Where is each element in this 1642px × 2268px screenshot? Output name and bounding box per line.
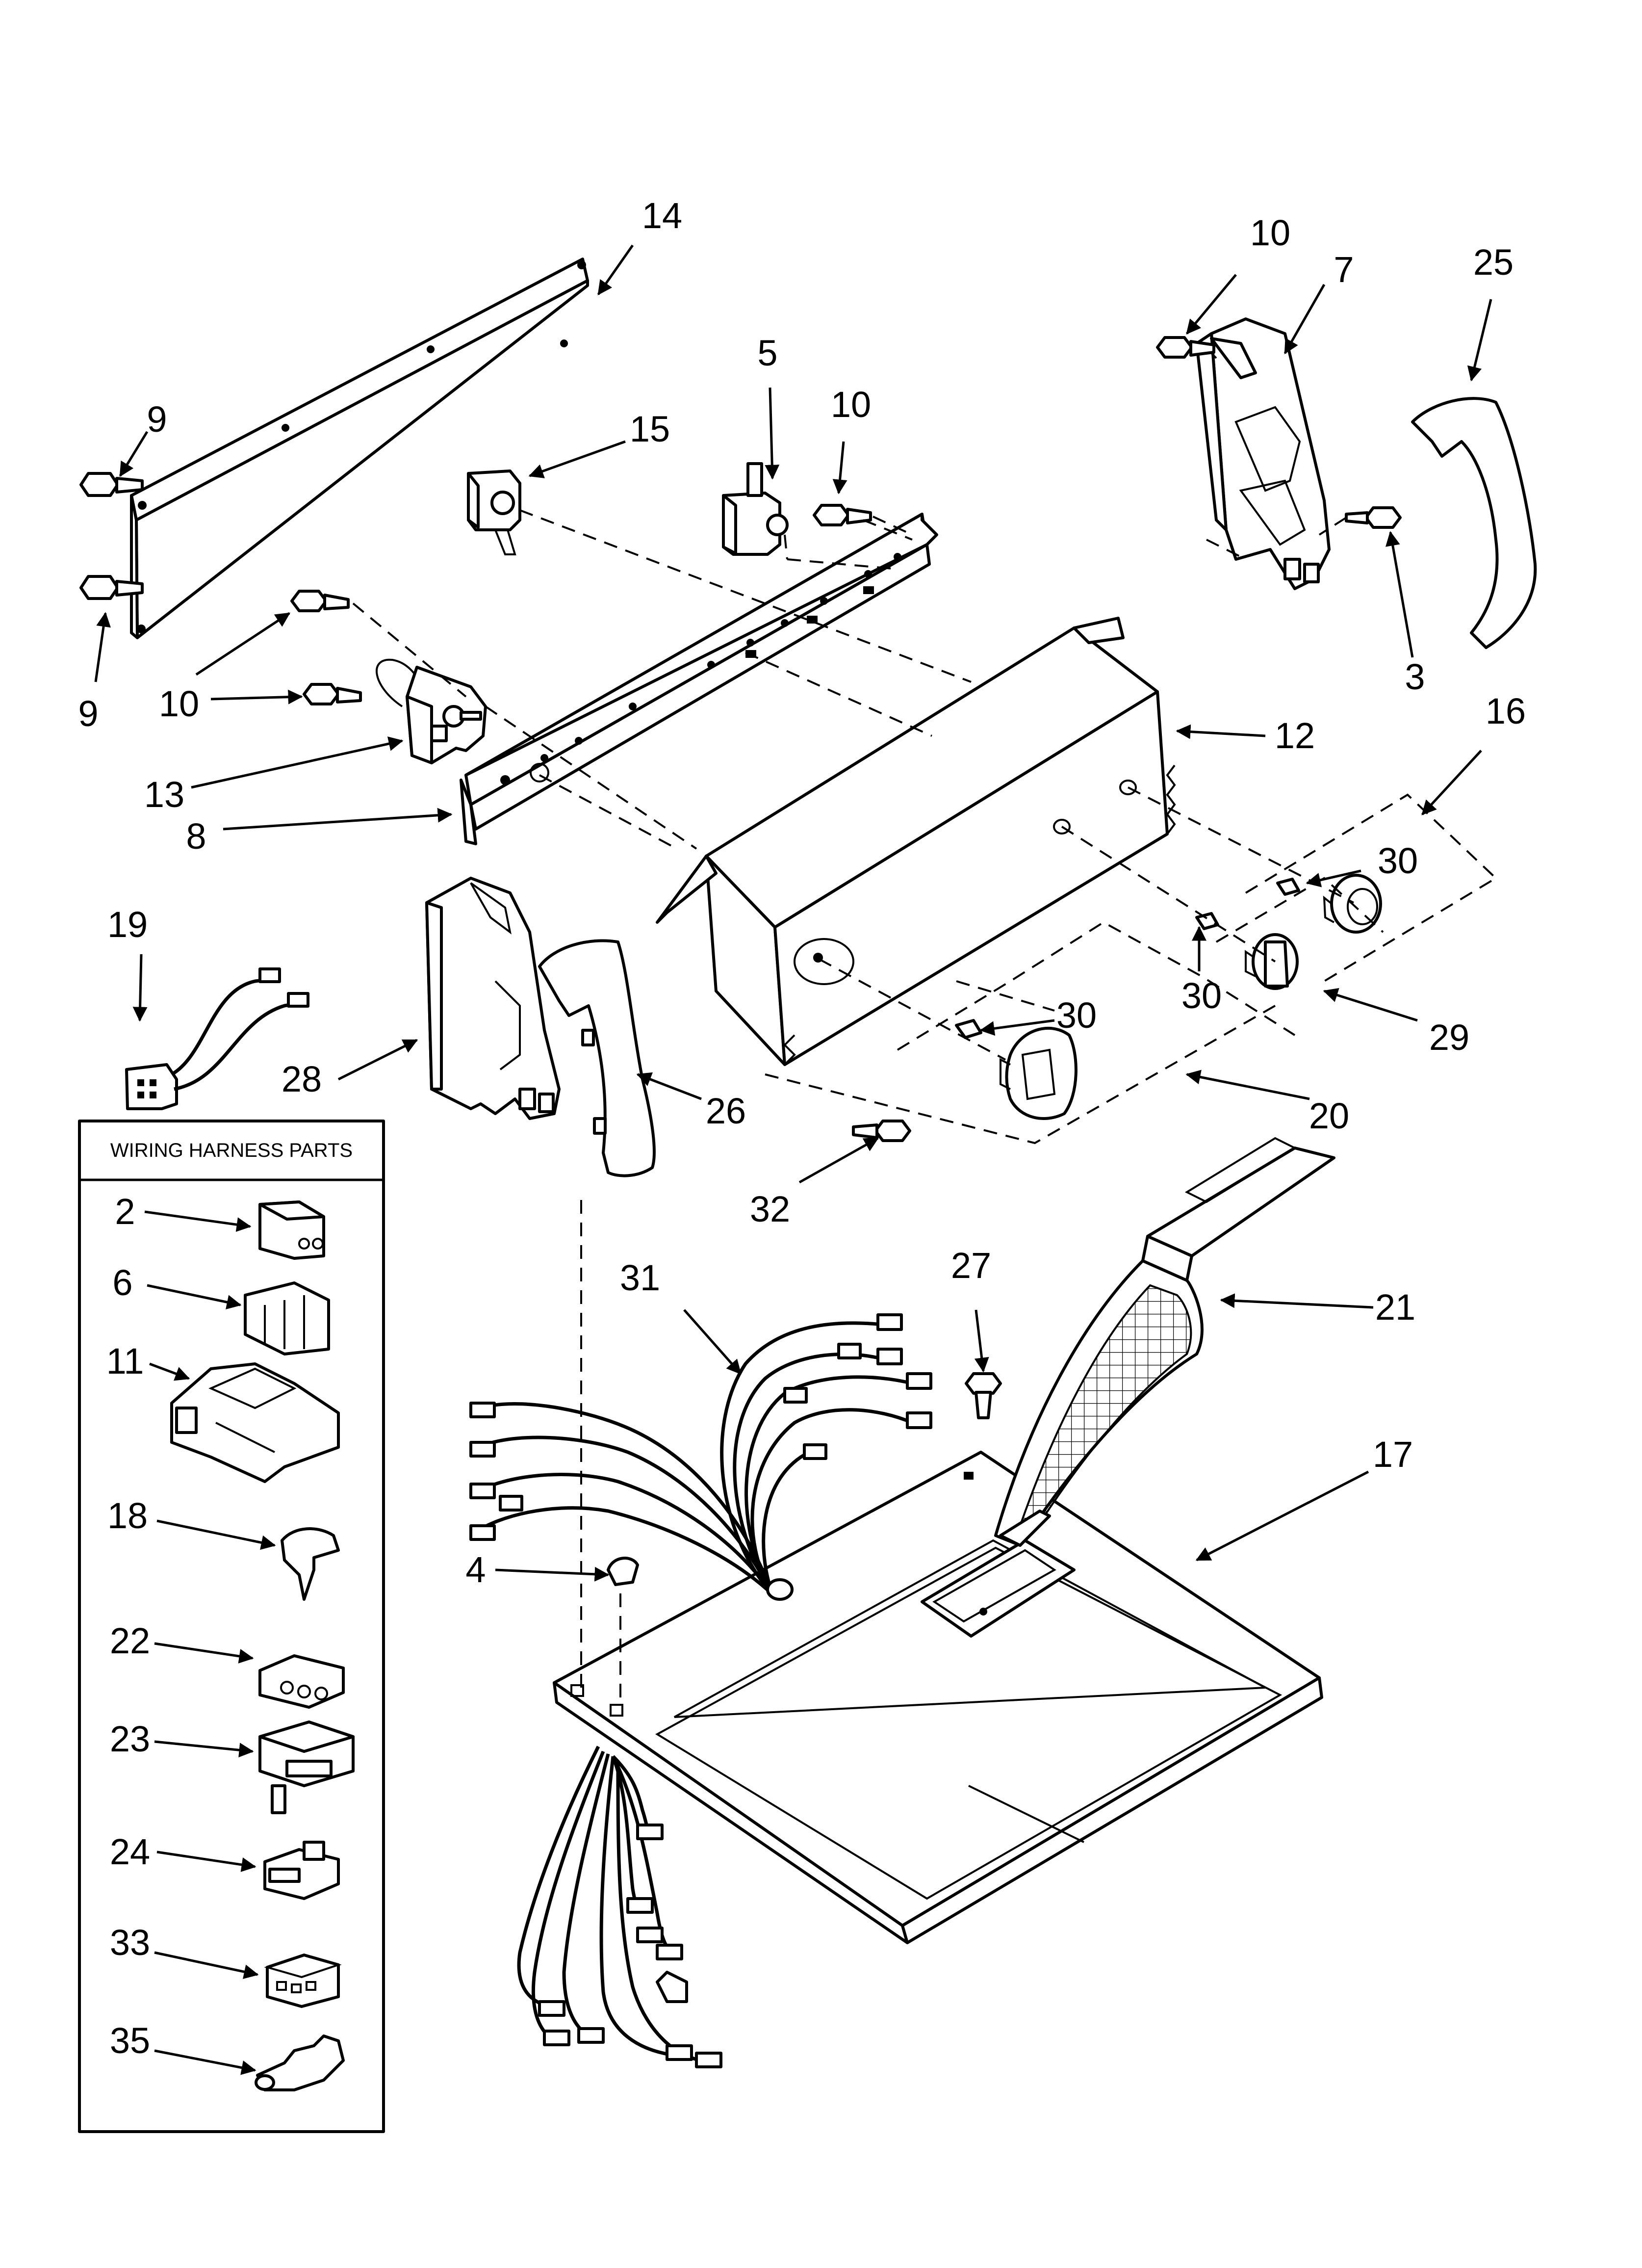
callout-11: 11 <box>106 1341 144 1382</box>
callout-12: 12 <box>1275 715 1315 756</box>
callout-21: 21 <box>1375 1287 1415 1328</box>
callout-14: 14 <box>642 195 682 236</box>
connector-22 <box>258 1654 345 1709</box>
callout-30-right: 30 <box>1378 840 1418 881</box>
knob-20 <box>1000 1026 1078 1120</box>
callout-6: 6 <box>112 1262 132 1303</box>
callout-26: 26 <box>706 1091 746 1131</box>
callout-24: 24 <box>110 1831 150 1872</box>
callout-10-center: 10 <box>831 384 871 425</box>
screw-10-upper-left <box>290 590 350 612</box>
screw-9-upper <box>79 472 144 497</box>
screw-9-lower <box>79 575 144 600</box>
screw-10-lower-left <box>303 683 362 705</box>
timer-switch <box>375 658 487 764</box>
callout-2: 2 <box>115 1191 135 1232</box>
push-switch <box>722 462 789 556</box>
terminal-35 <box>255 2034 345 2091</box>
callout-10-right: 10 <box>1250 212 1290 253</box>
callout-22: 22 <box>110 1620 150 1661</box>
connector-24 <box>263 1841 340 1900</box>
clip-18 <box>281 1527 340 1601</box>
connector-2 <box>258 1200 325 1260</box>
connector-11 <box>170 1362 340 1483</box>
callout-8: 8 <box>186 816 206 857</box>
callout-20: 20 <box>1309 1095 1349 1136</box>
harness-19 <box>125 967 309 1110</box>
connector-23 <box>258 1721 355 1814</box>
callout-25: 25 <box>1473 242 1514 283</box>
clip-4 <box>607 1557 639 1586</box>
callout-13: 13 <box>144 774 184 815</box>
wiring-box-title: WIRING HARNESS PARTS <box>110 1140 353 1161</box>
callout-30-middle: 30 <box>1181 975 1222 1016</box>
callout-32: 32 <box>750 1189 790 1229</box>
callout-35: 35 <box>110 2020 150 2061</box>
leader-lines <box>94 244 1492 2075</box>
callout-18: 18 <box>107 1495 148 1536</box>
clip-30-middle <box>1195 912 1219 930</box>
lint-screen <box>994 1137 1335 1547</box>
knob-29 <box>1245 933 1299 990</box>
harness-31 <box>469 1313 932 1601</box>
left-end-cap <box>425 877 561 1120</box>
callout-numbers: 14 9 9 10 13 8 15 5 10 10 7 25 3 12 16 3… <box>78 195 1526 2061</box>
callout-9-lower: 9 <box>78 693 98 734</box>
callout-4: 4 <box>465 1549 486 1590</box>
clip-30-right <box>1276 878 1300 896</box>
callout-9-upper: 9 <box>147 399 167 440</box>
callout-3: 3 <box>1405 656 1425 697</box>
callout-7: 7 <box>1334 249 1354 290</box>
callout-19: 19 <box>107 904 148 945</box>
screw-10-right <box>1156 336 1215 359</box>
screw-27 <box>965 1372 1002 1419</box>
console-bracket <box>460 513 938 845</box>
callout-23: 23 <box>110 1719 150 1759</box>
screw-10-center <box>813 504 872 526</box>
callout-30-left: 30 <box>1056 995 1097 1036</box>
callout-17: 17 <box>1373 1434 1413 1475</box>
screw-32 <box>852 1120 911 1142</box>
left-end-trim <box>538 939 656 1177</box>
connector-6 <box>244 1281 330 1356</box>
right-end-cap <box>1195 317 1331 590</box>
connector-33 <box>264 1954 342 2008</box>
callout-33: 33 <box>110 1922 150 1963</box>
callout-29: 29 <box>1429 1017 1469 1058</box>
callout-15: 15 <box>630 409 670 449</box>
callout-28: 28 <box>282 1059 322 1099</box>
callout-16: 16 <box>1486 691 1526 731</box>
lower-harness <box>517 1746 722 2068</box>
rear-panel <box>130 258 589 639</box>
callout-31: 31 <box>620 1257 660 1298</box>
end-cap-trim <box>1411 397 1537 649</box>
callout-10-left: 10 <box>159 683 199 724</box>
callout-27: 27 <box>951 1245 991 1286</box>
console-panel <box>656 617 1176 1066</box>
screw-3 <box>1345 506 1402 529</box>
cycle-switch <box>467 469 521 555</box>
callout-5: 5 <box>757 333 777 373</box>
top-panel <box>553 1451 1323 1944</box>
